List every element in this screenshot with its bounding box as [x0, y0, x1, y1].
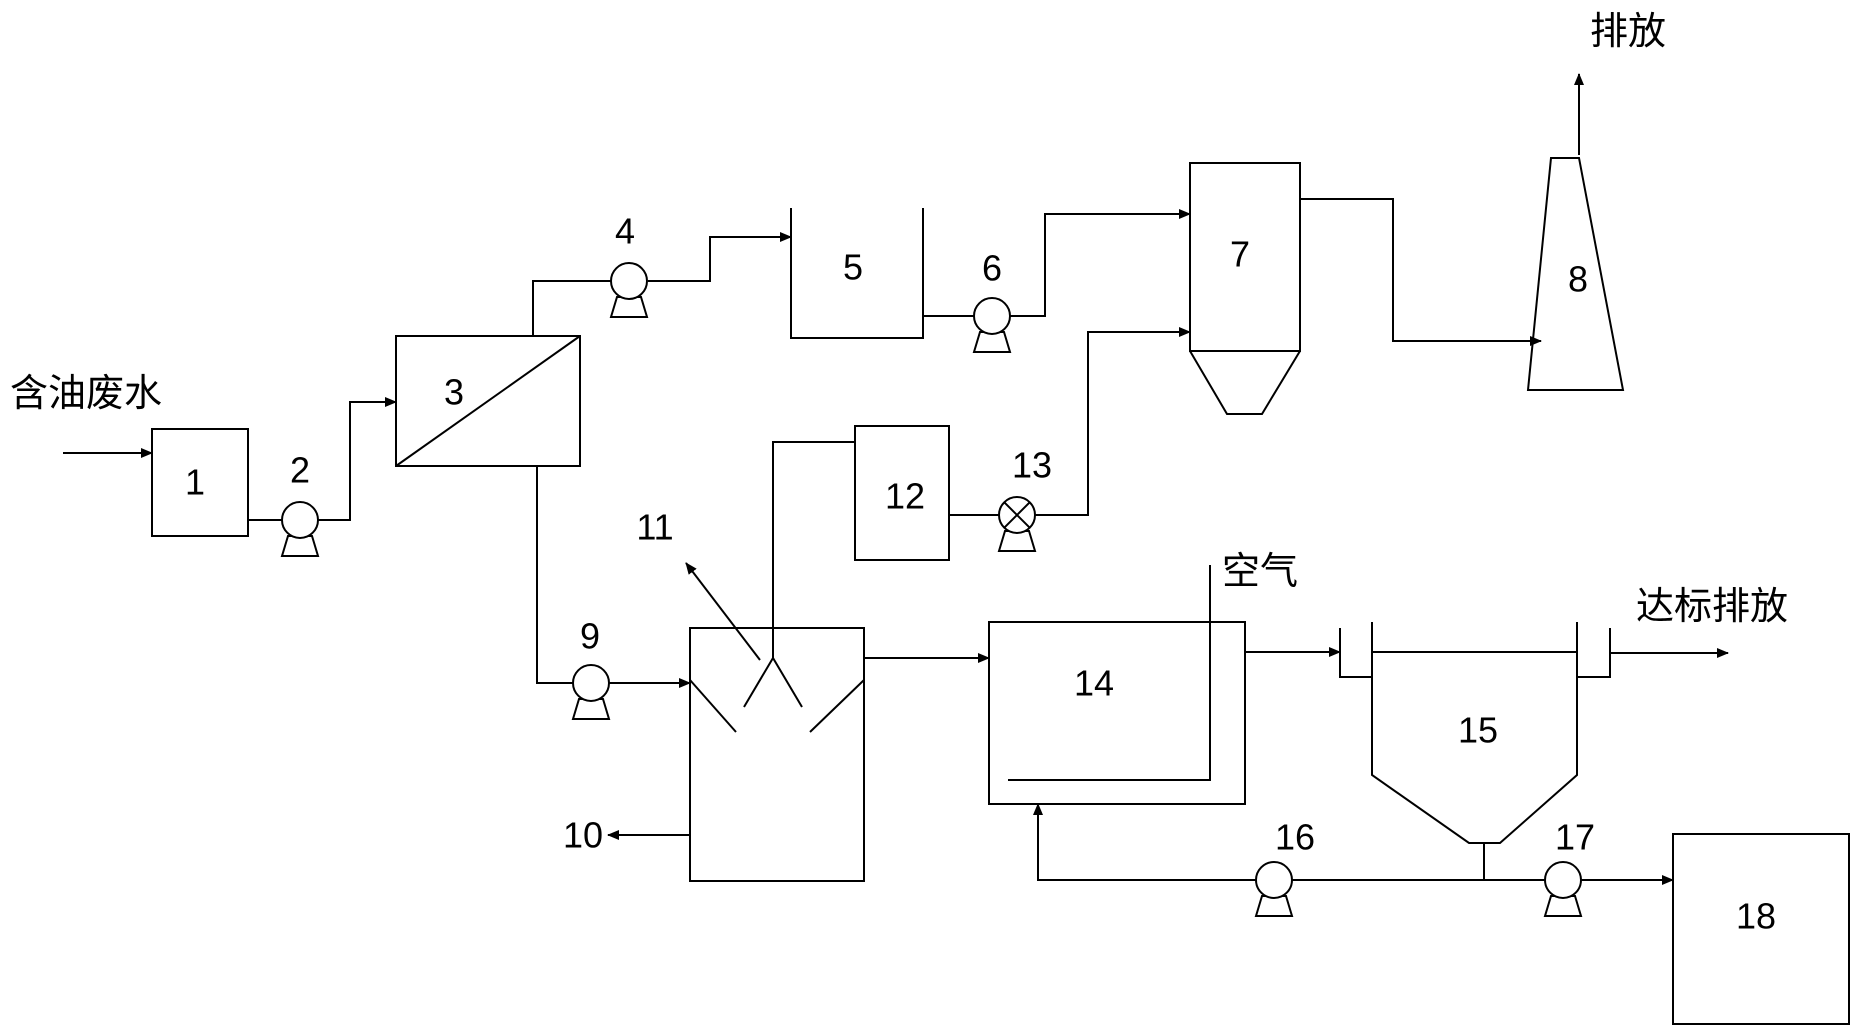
- label-unit-13: 13: [1012, 445, 1052, 486]
- label-unit-14: 14: [1074, 663, 1114, 704]
- label-compliant-discharge: 达标排放: [1636, 584, 1788, 628]
- unit-1-tank: [151, 428, 249, 537]
- label-input: 含油废水: [10, 371, 162, 415]
- label-unit-5: 5: [843, 247, 863, 288]
- pump-13-metering: [997, 496, 1037, 552]
- label-unit-3: 3: [444, 372, 464, 413]
- label-unit-8: 8: [1568, 259, 1588, 300]
- unit-12-tank: [854, 425, 950, 561]
- label-air: 空气: [1222, 549, 1298, 593]
- pipe-3-to-4: [532, 280, 611, 336]
- label-unit-17: 17: [1555, 817, 1595, 858]
- pump-17: [1543, 861, 1583, 917]
- label-unit-6: 6: [982, 248, 1002, 289]
- unit-3-membrane-filter: [395, 335, 581, 467]
- pipe-7-to-8: [1300, 198, 1542, 346]
- pump-9: [571, 664, 611, 720]
- label-unit-4: 4: [615, 211, 635, 252]
- label-exhaust: 排放: [1590, 9, 1666, 53]
- pointer-11: [685, 562, 761, 661]
- pipe-4-to-5: [648, 232, 792, 282]
- pump-4: [609, 262, 649, 318]
- pipe-3-to-9: [536, 466, 573, 684]
- label-unit-18: 18: [1736, 896, 1776, 937]
- unit-8-stack: [1526, 157, 1625, 391]
- air-pipe: [1008, 565, 1211, 781]
- unit-5-open-tank: [790, 208, 924, 339]
- pipe-16-to-14-return: [1033, 803, 1256, 881]
- label-unit-15: 15: [1458, 710, 1498, 751]
- label-unit-16: 16: [1275, 817, 1315, 858]
- unit-18-sludge-tank: [1672, 833, 1850, 1025]
- label-unit-11: 11: [636, 507, 673, 548]
- label-unit-12: 12: [885, 476, 925, 517]
- label-unit-2: 2: [290, 450, 310, 491]
- label-unit-9: 9: [580, 616, 600, 657]
- pipe-6-to-7: [1010, 209, 1191, 317]
- unit-14-aeration-tank: [988, 621, 1246, 805]
- pipe-13-to-7: [1035, 327, 1191, 516]
- unit-10-separator-tank: [689, 627, 865, 882]
- label-unit-7: 7: [1230, 234, 1250, 275]
- pump-6: [972, 297, 1012, 353]
- pipe-11-to-12: [772, 441, 855, 658]
- pipe-2-to-3: [318, 397, 397, 521]
- pump-2: [280, 501, 320, 557]
- label-unit-1: 1: [185, 462, 205, 503]
- pump-16: [1254, 861, 1294, 917]
- unit-7-cyclone-tower: [1189, 162, 1301, 415]
- label-unit-10: 10: [563, 815, 603, 856]
